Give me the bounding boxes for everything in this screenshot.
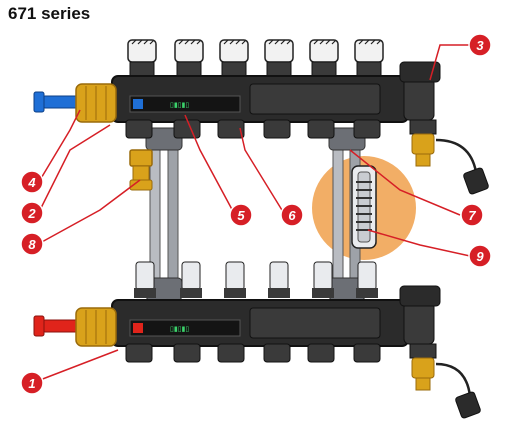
return-label-text: ▯▮▯▮▯ (170, 326, 189, 333)
flowmeter-detail (351, 165, 377, 249)
callout-1: 1 (20, 371, 44, 395)
callout-6: 6 (280, 203, 304, 227)
flow-manifold: ▯▮▯▮▯ (33, 39, 489, 195)
svg-text:7: 7 (468, 208, 476, 223)
return-label-strip (129, 319, 241, 337)
callout-2: 2 (20, 201, 44, 225)
svg-text:1: 1 (28, 376, 35, 391)
page-title: 671 series (8, 4, 91, 23)
svg-text:5: 5 (237, 208, 245, 223)
callout-3: 3 (468, 33, 492, 57)
svg-text:2: 2 (27, 206, 36, 221)
flow-label-text: ▯▮▯▮▯ (170, 102, 189, 109)
callout-8: 8 (20, 232, 44, 256)
return-flowmeter-tops (134, 261, 378, 298)
callout-5: 5 (229, 203, 253, 227)
svg-text:3: 3 (476, 38, 484, 53)
callouts: 1 2 3 4 5 6 7 8 9 (20, 33, 492, 395)
flow-ball-valve (33, 83, 117, 123)
return-end-fitting (399, 285, 481, 419)
svg-text:9: 9 (476, 249, 484, 264)
return-manifold: ▯▮▯▮▯ (33, 261, 481, 419)
flow-outlets (125, 119, 381, 139)
callout-9: 9 (468, 244, 492, 268)
svg-text:6: 6 (288, 208, 296, 223)
callout-leaders (39, 44, 471, 381)
callout-4: 4 (20, 170, 44, 194)
flow-label-strip (129, 95, 241, 113)
flow-valve-caps (127, 39, 384, 77)
return-ball-valve (33, 307, 117, 347)
brass-fitting (129, 149, 153, 191)
callout-7: 7 (460, 203, 484, 227)
return-outlets (125, 343, 381, 363)
flow-end-fitting (399, 61, 489, 195)
svg-text:8: 8 (28, 237, 36, 252)
svg-text:4: 4 (27, 175, 36, 190)
